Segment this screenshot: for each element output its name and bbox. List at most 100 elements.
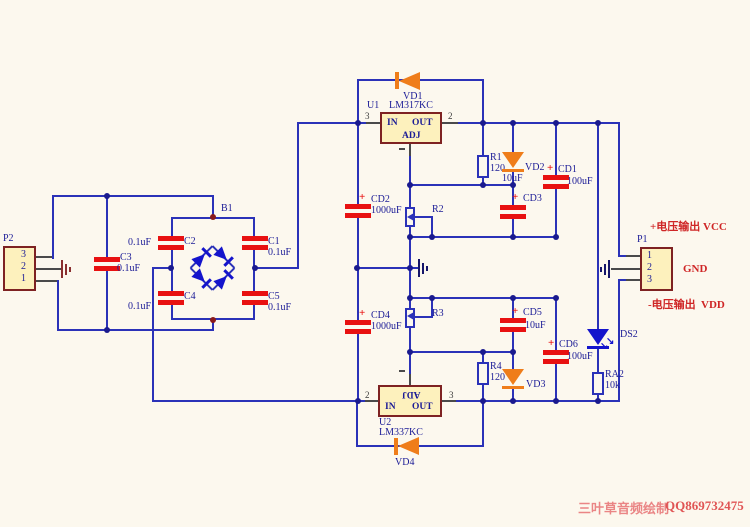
resistor-r1 xyxy=(477,155,489,178)
cd1-ref: CD1 xyxy=(558,164,577,175)
u2-adj-label: ADJ xyxy=(402,389,421,399)
cd2-value: 1000uF xyxy=(371,205,402,216)
ds2-led-arrow-icon: ↘ xyxy=(606,336,615,347)
wire-segment xyxy=(357,267,410,269)
bridge-b1-ref: B1 xyxy=(221,203,233,214)
wire-segment xyxy=(357,79,359,124)
u1-pin-in-number: 3 xyxy=(365,111,370,121)
capacitor-cd2 xyxy=(345,204,371,218)
junction-dot xyxy=(553,295,559,301)
cd4-value: 1000uF xyxy=(371,321,402,332)
junction-dot xyxy=(595,398,601,404)
c1-value: 0.1uF xyxy=(268,247,292,258)
junction-dot xyxy=(429,295,435,301)
junction-dot xyxy=(407,295,413,301)
capacitor-cd3 xyxy=(500,205,526,219)
wire-segment xyxy=(409,297,557,299)
vd3-diode-icon xyxy=(502,369,524,385)
pin-stub xyxy=(409,373,411,386)
ds2-ref: DS2 xyxy=(620,329,638,340)
resistor-r4 xyxy=(477,362,489,385)
pin-stub xyxy=(409,144,411,157)
pin-stub xyxy=(624,279,640,281)
wire-segment xyxy=(52,195,54,259)
u1-adj-pin-tick xyxy=(399,148,405,150)
c3-ref: C3 xyxy=(120,252,132,263)
wire-segment xyxy=(597,123,599,330)
c4-value: 0.1uF xyxy=(128,301,152,312)
junction-dot xyxy=(210,317,216,323)
capacitor-c3 xyxy=(94,257,120,271)
u1-ref: U1 xyxy=(367,100,380,111)
wire-segment xyxy=(356,445,484,447)
p2-pin-3: 3 xyxy=(21,249,26,260)
ground-icon xyxy=(61,260,63,278)
junction-dot xyxy=(510,120,516,126)
junction-dot xyxy=(355,120,361,126)
watermark-text: 三叶草音频绘制 xyxy=(578,501,670,516)
vd1-diode-icon xyxy=(395,72,399,89)
cd2-plus-icon: + xyxy=(359,191,366,203)
r1-value: 120 xyxy=(490,163,505,174)
r2-ref: R2 xyxy=(432,204,444,215)
junction-dot xyxy=(480,349,486,355)
capacitor-c1 xyxy=(242,236,268,250)
wire-segment xyxy=(482,79,484,124)
junction-dot xyxy=(595,120,601,126)
junction-dot xyxy=(104,327,110,333)
junction-dot xyxy=(407,349,413,355)
junction-dot xyxy=(480,398,486,404)
connector-p1-ref: P1 xyxy=(637,234,648,245)
cd6-ref: CD6 xyxy=(559,339,578,350)
u2-pin-out-number: 3 xyxy=(449,390,454,400)
wire-segment xyxy=(357,79,484,81)
capacitor-cd1 xyxy=(543,175,569,189)
junction-dot xyxy=(210,214,216,220)
ground-icon xyxy=(604,264,606,275)
vd1-ref: VD1 xyxy=(403,91,423,102)
resistor-ra2 xyxy=(592,372,604,395)
cd2-ref: CD2 xyxy=(371,194,390,205)
cd4-ref: CD4 xyxy=(371,310,390,321)
wire-segment xyxy=(357,123,359,269)
wire-segment xyxy=(618,255,626,257)
wire-segment xyxy=(458,122,619,124)
r3-ref: R3 xyxy=(432,308,444,319)
cd3-value: 10uF xyxy=(502,173,523,184)
r1-ref: R1 xyxy=(490,152,502,163)
wire-segment xyxy=(152,267,154,402)
cd1-value: 100uF xyxy=(567,176,593,187)
vd3-ref: VD3 xyxy=(526,379,546,390)
junction-dot xyxy=(480,120,486,126)
wire-segment xyxy=(57,280,59,331)
ground-icon xyxy=(422,263,424,274)
wire-segment xyxy=(431,297,433,318)
p2-pin-1: 1 xyxy=(21,273,26,284)
cd3-ref: CD3 xyxy=(523,193,542,204)
wire-segment xyxy=(409,184,514,186)
wire-segment xyxy=(555,297,557,402)
pin-stub xyxy=(364,122,381,124)
junction-dot xyxy=(104,193,110,199)
r4-ref: R4 xyxy=(490,361,502,372)
r2-wiper-arrow-icon xyxy=(407,213,414,221)
wire-segment xyxy=(512,389,514,402)
wire-segment xyxy=(212,319,214,331)
c3-value: 0.1uF xyxy=(117,263,141,274)
wire-segment xyxy=(618,122,620,257)
connector-p1 xyxy=(640,247,673,291)
junction-dot xyxy=(510,398,516,404)
u2-ref: U2 xyxy=(379,417,392,428)
c2-value: 0.1uF xyxy=(128,237,152,248)
wire-segment xyxy=(357,268,359,402)
wire-segment xyxy=(597,348,599,374)
u2-pin-in-number: 2 xyxy=(365,390,370,400)
junction-dot xyxy=(252,265,258,271)
cd6-plus-icon: + xyxy=(548,337,555,349)
c5-value: 0.1uF xyxy=(268,302,292,313)
p1-pin-3: 3 xyxy=(647,274,652,285)
wire-segment xyxy=(297,122,299,269)
connector-p2-ref: P2 xyxy=(3,233,14,244)
p2-pin-2: 2 xyxy=(21,261,26,272)
wire-segment xyxy=(512,123,514,154)
